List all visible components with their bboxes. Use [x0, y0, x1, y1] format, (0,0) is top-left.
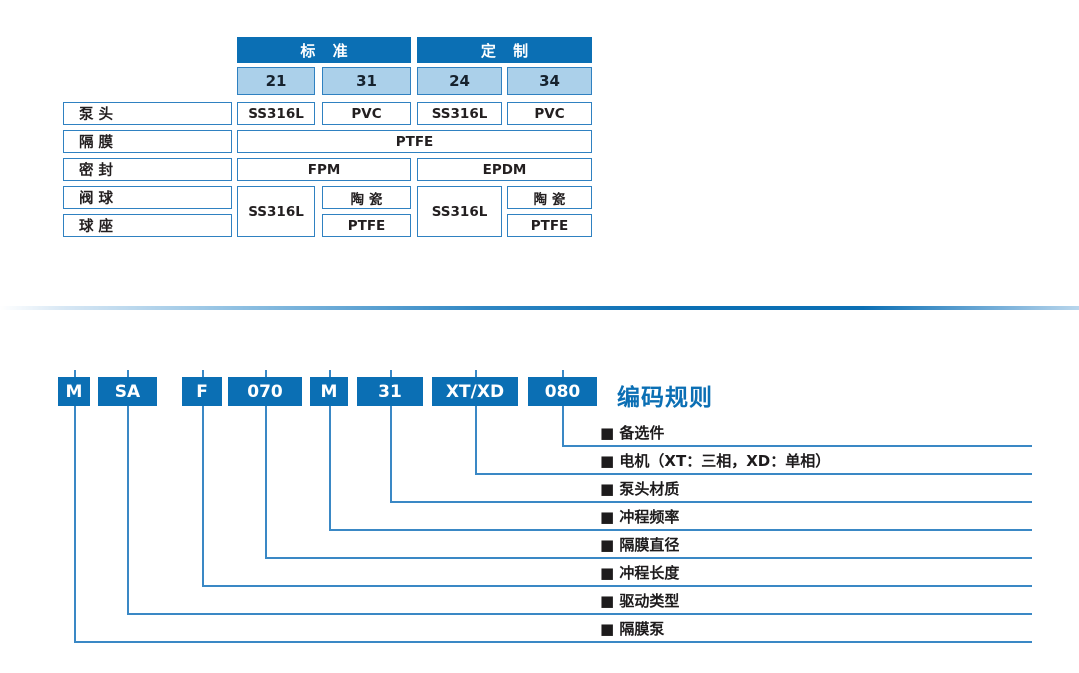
drop-line-options: [562, 406, 564, 447]
callout-line-head-material: [390, 501, 1032, 503]
cell-ball-seat-standard: PTFE: [322, 214, 411, 237]
cell-diaphragm-all: PTFE: [237, 130, 592, 153]
cell-ball-seat-custom: PTFE: [507, 214, 592, 237]
cell-valve-merged-standard: SS316L: [237, 186, 315, 237]
cell-valve-merged-custom: SS316L: [417, 186, 502, 237]
tick-above-segment-3: [202, 370, 204, 377]
table-header-custom: 定 制: [417, 37, 592, 63]
callout-line-diaphragm-diameter: [265, 557, 1032, 559]
label-options: ■ 备选件: [600, 424, 665, 442]
code-box-diaphragm-pump: M: [58, 377, 90, 406]
drop-line-head-material: [390, 406, 392, 503]
code-box-head-material: 31: [357, 377, 423, 406]
drop-line-motor: [475, 406, 477, 475]
cell-valve-ball-standard: 陶 瓷: [322, 186, 411, 209]
code-box-stroke-frequency: M: [310, 377, 348, 406]
callout-line-stroke-frequency: [329, 529, 1032, 531]
label-head-material: ■ 泵头材质: [600, 480, 680, 498]
row-label-pump-head: 泵 头: [63, 102, 232, 125]
drop-line-drive-type: [127, 406, 129, 615]
tick-above-segment-1: [74, 370, 76, 377]
drop-line-stroke-length: [202, 406, 204, 587]
label-diaphragm-diameter: ■ 隔膜直径: [600, 536, 680, 554]
code-column-24: 24: [417, 67, 502, 95]
tick-above-segment-6: [390, 370, 392, 377]
cell-pump-head-34: PVC: [507, 102, 592, 125]
code-box-motor: XT/XD: [432, 377, 518, 406]
callout-line-diaphragm-pump: [74, 641, 1032, 643]
cell-pump-head-31: PVC: [322, 102, 411, 125]
row-label-seal: 密 封: [63, 158, 232, 181]
callout-line-options: [562, 445, 1032, 447]
code-box-options: 080: [528, 377, 597, 406]
tick-above-segment-2: [127, 370, 129, 377]
callout-line-motor: [475, 473, 1032, 475]
label-diaphragm-pump: ■ 隔膜泵: [600, 620, 665, 638]
coding-rules-title: 编码规则: [617, 385, 713, 411]
cell-seal-standard: FPM: [237, 158, 411, 181]
drop-line-diaphragm-pump: [74, 406, 76, 643]
code-box-diaphragm-diameter: 070: [228, 377, 302, 406]
cell-pump-head-21: SS316L: [237, 102, 315, 125]
row-label-ball-seat: 球 座: [63, 214, 232, 237]
label-stroke-length: ■ 冲程长度: [600, 564, 680, 582]
code-column-34: 34: [507, 67, 592, 95]
callout-line-drive-type: [127, 613, 1032, 615]
code-box-drive-type: SA: [98, 377, 157, 406]
label-drive-type: ■ 驱动类型: [600, 592, 680, 610]
label-motor: ■ 电机（XT：三相，XD：单相）: [600, 452, 831, 470]
tick-above-segment-5: [329, 370, 331, 377]
tick-above-segment-4: [265, 370, 267, 377]
tick-above-segment-7: [475, 370, 477, 377]
code-column-21: 21: [237, 67, 315, 95]
section-divider: [0, 306, 1079, 310]
table-header-standard: 标 准: [237, 37, 411, 63]
code-column-31: 31: [322, 67, 411, 95]
cell-pump-head-24: SS316L: [417, 102, 502, 125]
label-stroke-frequency: ■ 冲程频率: [600, 508, 680, 526]
code-box-stroke-length: F: [182, 377, 222, 406]
cell-seal-custom: EPDM: [417, 158, 592, 181]
row-label-diaphragm: 隔 膜: [63, 130, 232, 153]
row-label-valve-ball: 阀 球: [63, 186, 232, 209]
callout-line-stroke-length: [202, 585, 1032, 587]
cell-valve-ball-custom: 陶 瓷: [507, 186, 592, 209]
drop-line-diaphragm-diameter: [265, 406, 267, 559]
drop-line-stroke-frequency: [329, 406, 331, 531]
tick-above-segment-8: [562, 370, 564, 377]
